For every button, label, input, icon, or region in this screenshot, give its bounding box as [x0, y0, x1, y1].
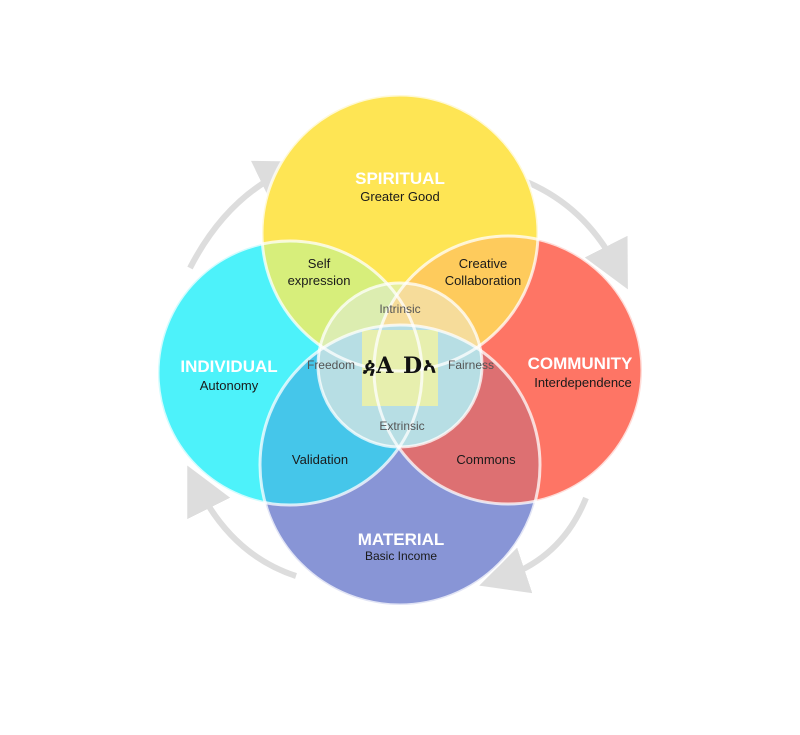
material-title: MATERIAL	[358, 530, 445, 549]
overlap-label-self-expression-line1: Self	[308, 256, 331, 271]
arrow-top-left	[187, 160, 305, 270]
community-title: COMMUNITY	[528, 354, 633, 373]
spiritual-title: SPIRITUAL	[355, 169, 445, 188]
inner-label-freedom: Freedom	[307, 358, 355, 372]
arrow-top-right	[520, 177, 628, 290]
arrow-bottom-right	[479, 496, 589, 594]
individual-title: INDIVIDUAL	[180, 357, 277, 376]
overlap-label-creative-collaboration-line1: Creative	[459, 256, 507, 271]
spiritual-subtitle: Greater Good	[360, 189, 440, 204]
overlap-label-validation: Validation	[292, 452, 348, 467]
center-logo: ዻA Dኣ	[362, 353, 437, 379]
inner-label-extrinsic: Extrinsic	[379, 419, 424, 433]
inner-label-intrinsic: Intrinsic	[379, 302, 420, 316]
overlap-label-creative-collaboration-line2: Collaboration	[445, 273, 522, 288]
overlap-label-self-expression-line2: expression	[288, 273, 351, 288]
individual-subtitle: Autonomy	[200, 378, 259, 393]
inner-label-fairness: Fairness	[448, 358, 494, 372]
center-logo-text: ዻA Dኣ	[362, 353, 437, 379]
arrow-bottom-left	[187, 465, 297, 579]
community-subtitle: Interdependence	[534, 375, 632, 390]
overlap-label-commons: Commons	[456, 452, 516, 467]
material-subtitle: Basic Income	[365, 549, 437, 563]
